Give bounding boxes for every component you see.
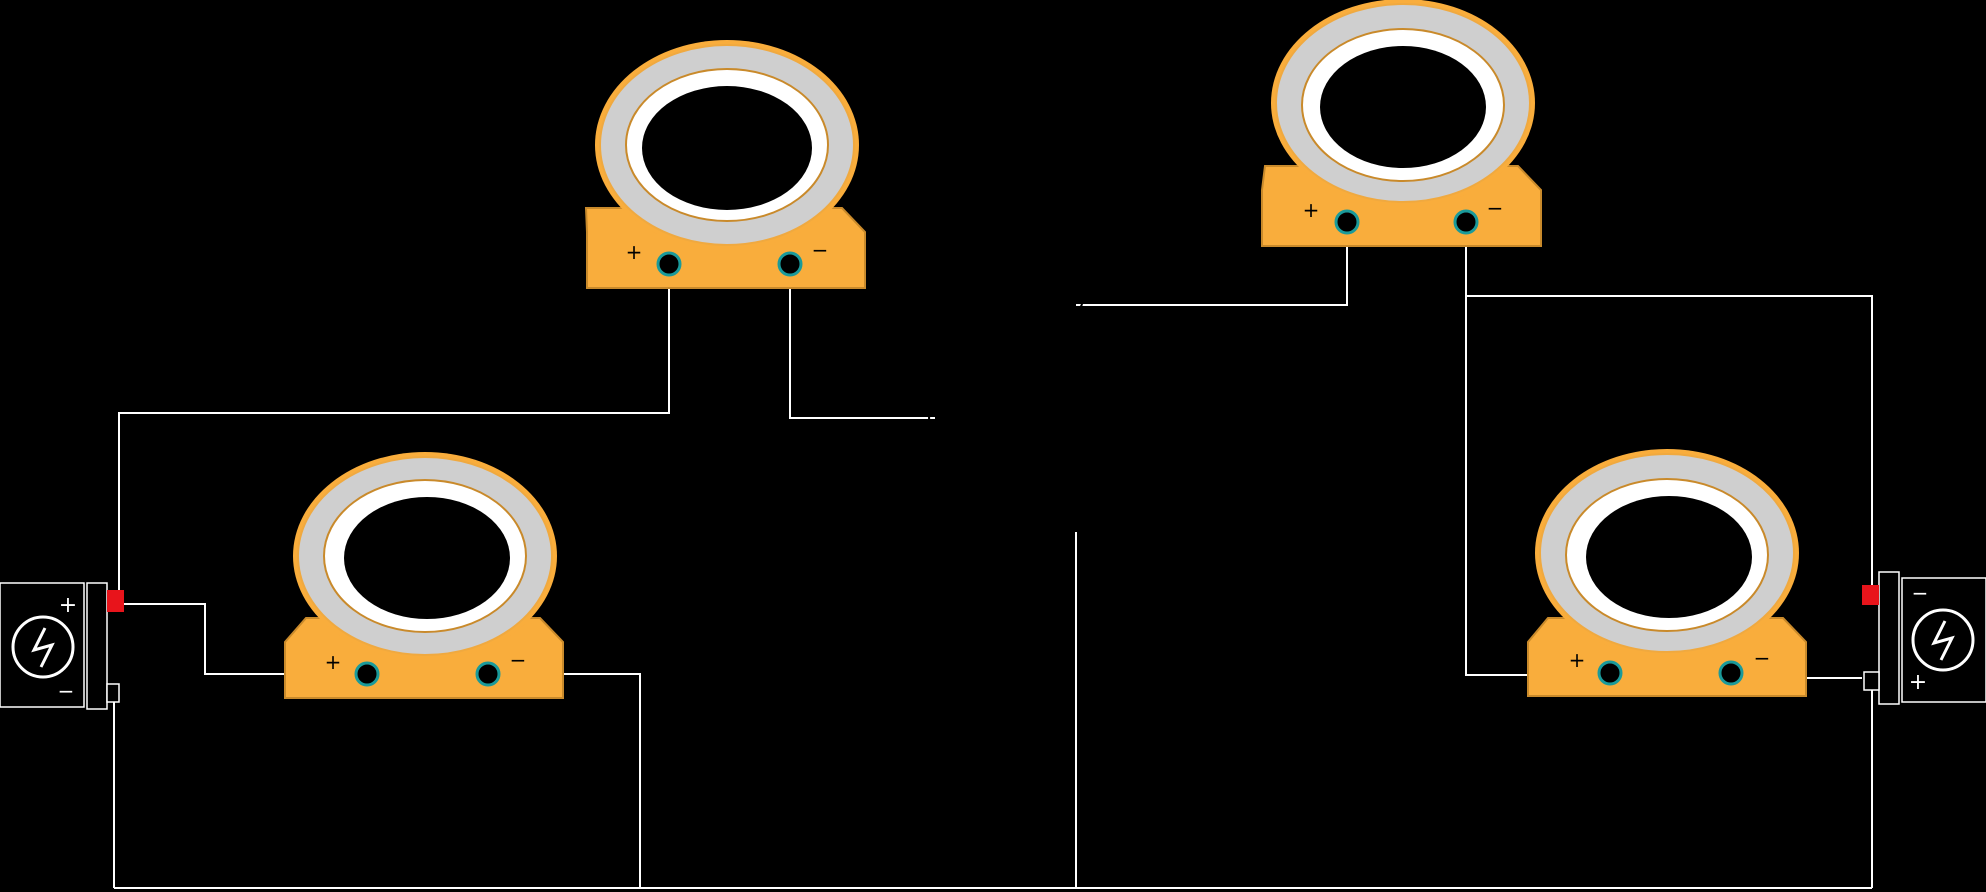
meter-window xyxy=(1586,496,1752,618)
meter-positive-terminal[interactable] xyxy=(1334,209,1360,235)
meter-bottom-right: + − xyxy=(1527,449,1807,697)
meter-window xyxy=(642,86,812,210)
negative-terminal[interactable] xyxy=(1862,585,1879,605)
meter-minus-label: − xyxy=(1487,196,1504,220)
supply-right: − + xyxy=(1862,571,1986,705)
dc-source-icon xyxy=(1911,608,1975,672)
transistor-emitter-arrow xyxy=(1054,447,1080,468)
transistor-collector-lead xyxy=(1015,362,1077,391)
supply-tab-bottom xyxy=(106,683,120,703)
base-terminal[interactable] xyxy=(928,411,942,425)
wire-meter-tl-to-base xyxy=(789,264,935,419)
meter-negative-terminal[interactable] xyxy=(777,251,803,277)
supply-plate xyxy=(1878,571,1900,705)
transistor-collector-label: C xyxy=(1063,265,1078,289)
transistor-base-label: B xyxy=(912,381,927,405)
meter-bottom-left: + − xyxy=(284,452,564,699)
meter-window xyxy=(344,497,510,619)
meter-top-right: + − xyxy=(1261,0,1542,247)
meter-negative-terminal[interactable] xyxy=(1453,209,1479,235)
dc-source-icon xyxy=(11,615,75,679)
supply-body xyxy=(0,582,85,708)
meter-minus-label: − xyxy=(510,648,527,672)
supply-left: + − xyxy=(0,582,124,710)
meter-plus-label: + xyxy=(1303,198,1320,222)
supply-bottom-label: − xyxy=(58,679,75,703)
meter-plus-label: + xyxy=(1569,648,1586,672)
meter-positive-terminal[interactable] xyxy=(354,661,380,687)
meter-plus-label: + xyxy=(325,650,342,674)
wire-collector-to-meter-tr xyxy=(1076,222,1348,306)
supply-top-label: + xyxy=(59,593,77,618)
meter-minus-label: − xyxy=(1754,646,1771,670)
meter-positive-terminal[interactable] xyxy=(656,251,682,277)
transistor-npn xyxy=(928,296,1129,531)
supply-plate xyxy=(86,582,108,710)
meter-plus-label: + xyxy=(626,240,643,264)
meter-top-left: + − xyxy=(584,40,866,289)
meter-negative-terminal[interactable] xyxy=(475,661,501,687)
supply-bottom-label: + xyxy=(1909,670,1927,695)
meter-minus-label: − xyxy=(812,238,829,262)
wire-meter-tr-to-right-supply xyxy=(1466,295,1873,590)
dc-source-icon-bolt xyxy=(31,627,55,668)
meter-negative-terminal[interactable] xyxy=(1718,660,1744,686)
dc-source-icon-bolt xyxy=(1931,620,1955,661)
meter-window xyxy=(1320,46,1486,168)
supply-top-label: − xyxy=(1912,581,1929,605)
supply-tab-bottom xyxy=(1863,671,1880,691)
wire-left-supply-to-meter-tl xyxy=(118,264,670,600)
transistor-emitter-label: E xyxy=(1089,514,1103,538)
positive-terminal[interactable] xyxy=(107,590,124,612)
transistor-body xyxy=(963,328,1129,494)
meter-positive-terminal[interactable] xyxy=(1597,660,1623,686)
emitter-terminal[interactable] xyxy=(1069,517,1083,531)
collector-terminal[interactable] xyxy=(1069,296,1083,310)
